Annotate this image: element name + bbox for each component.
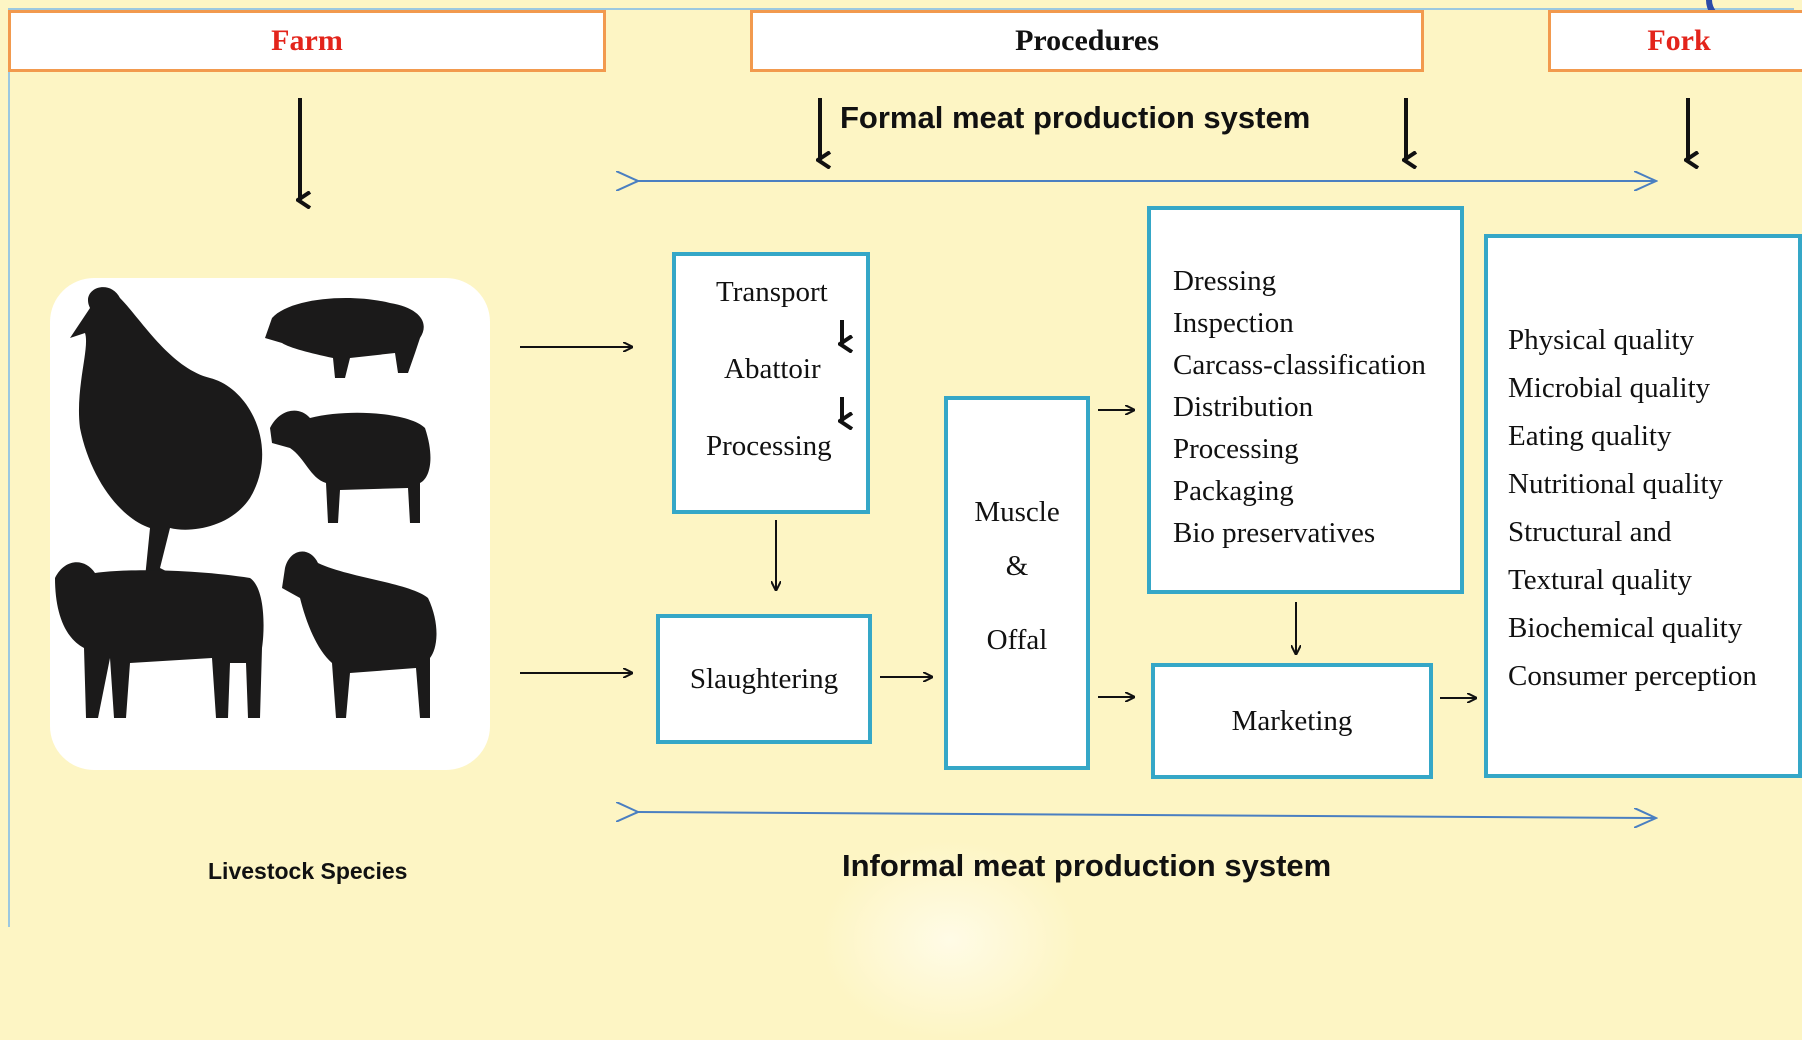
ampersand-label: & [1005,550,1029,582]
step-bio-preservatives: Bio preservatives [1173,517,1376,549]
muscle-label: Muscle [974,496,1060,528]
stage-transport: Transport [716,276,828,308]
quality-consumer-perception: Consumer perception [1508,660,1757,692]
farm-header: Farm [8,10,606,72]
post-slaughter-steps-box: Dressing Inspection Carcass-classificati… [1147,206,1464,594]
diagram-frame [8,8,1794,927]
step-packaging: Packaging [1173,475,1294,507]
muscle-offal-box: Muscle & Offal [944,396,1090,770]
cow-icon [55,562,264,718]
goat-icon [282,551,437,718]
sheep-icon [270,410,431,523]
quality-physical: Physical quality [1508,324,1695,356]
step-dressing: Dressing [1173,265,1277,297]
slaughtering-box: Slaughtering [656,614,872,744]
livestock-panel [50,278,490,770]
quality-textural: Textural quality [1508,564,1692,596]
informal-system-title: Informal meat production system [842,848,1332,883]
quality-microbial: Microbial quality [1508,372,1711,404]
step-processing: Processing [1173,433,1299,465]
pig-icon [265,298,424,378]
quality-structural: Structural and [1508,516,1672,548]
step-distribution: Distribution [1173,391,1314,423]
quality-biochemical: Biochemical quality [1508,612,1743,644]
stage-processing: Processing [706,430,832,462]
livestock-species-label: Livestock Species [208,858,408,884]
informal-system-double-arrow [638,812,1656,818]
chicken-icon [70,287,263,578]
quality-attributes-box: Physical quality Microbial quality Eatin… [1484,234,1802,778]
formal-system-title: Formal meat production system [840,100,1311,135]
livestock-illustration [55,287,437,718]
procedures-header: Procedures [750,10,1424,72]
stage-abattoir: Abattoir [724,353,821,385]
step-carcass-classification: Carcass-classification [1173,349,1426,381]
offal-label: Offal [986,624,1048,656]
transport-chain-box: Transport Abattoir Processing [672,252,870,514]
marketing-label: Marketing [1231,704,1353,737]
fork-header: Fork [1548,10,1802,72]
marketing-box: Marketing [1151,663,1433,779]
connector-layer [0,98,1802,935]
slaughtering-label: Slaughtering [689,662,839,695]
step-inspection: Inspection [1173,307,1294,339]
quality-nutritional: Nutritional quality [1508,468,1724,500]
quality-eating: Eating quality [1508,420,1672,452]
